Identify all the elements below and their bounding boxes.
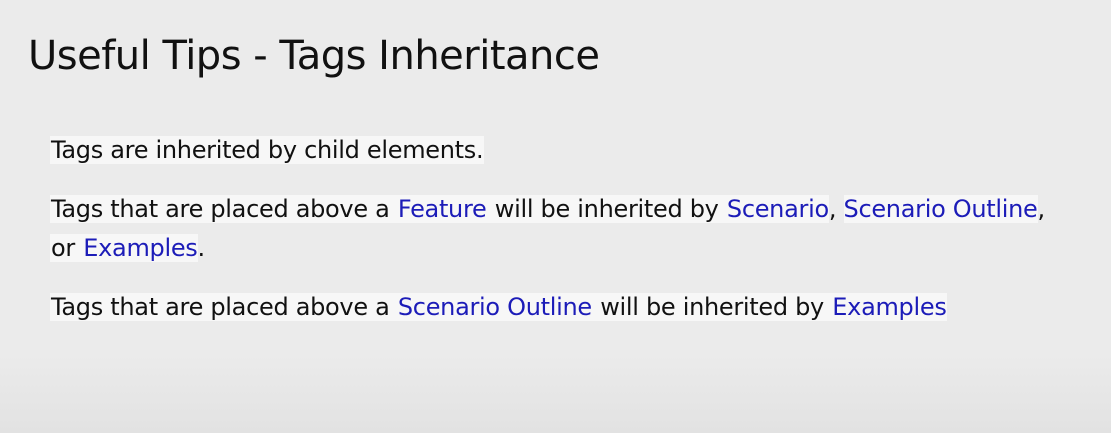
tip-text: will be inherited by [591,293,833,321]
slide-title: Useful Tips - Tags Inheritance [28,33,600,79]
keyword-feature: Feature [397,195,487,223]
keyword-examples: Examples [832,293,947,321]
punctuation: . [197,234,206,262]
tip-line-3: Tags that are placed above a Scenario Ou… [50,289,947,325]
tip-line-2: Tags that are placed above a Feature wil… [50,191,1045,227]
tip-text: or [50,234,84,262]
keyword-examples: Examples [83,234,198,262]
tip-text: Tags that are placed above a [50,293,398,321]
keyword-scenario-outline: Scenario Outline [843,195,1038,223]
tip-text: Tags that are placed above a [50,195,398,223]
keyword-scenario: Scenario [726,195,829,223]
tip-text: will be inherited by [486,195,727,223]
tip-text: Tags are inherited by child elements. [50,136,485,164]
keyword-scenario-outline: Scenario Outline [397,293,592,321]
punctuation: , [1037,195,1046,223]
punctuation: , [828,195,837,223]
tip-line-1: Tags are inherited by child elements. [50,132,485,168]
tip-line-2-continued: or Examples. [50,230,205,266]
